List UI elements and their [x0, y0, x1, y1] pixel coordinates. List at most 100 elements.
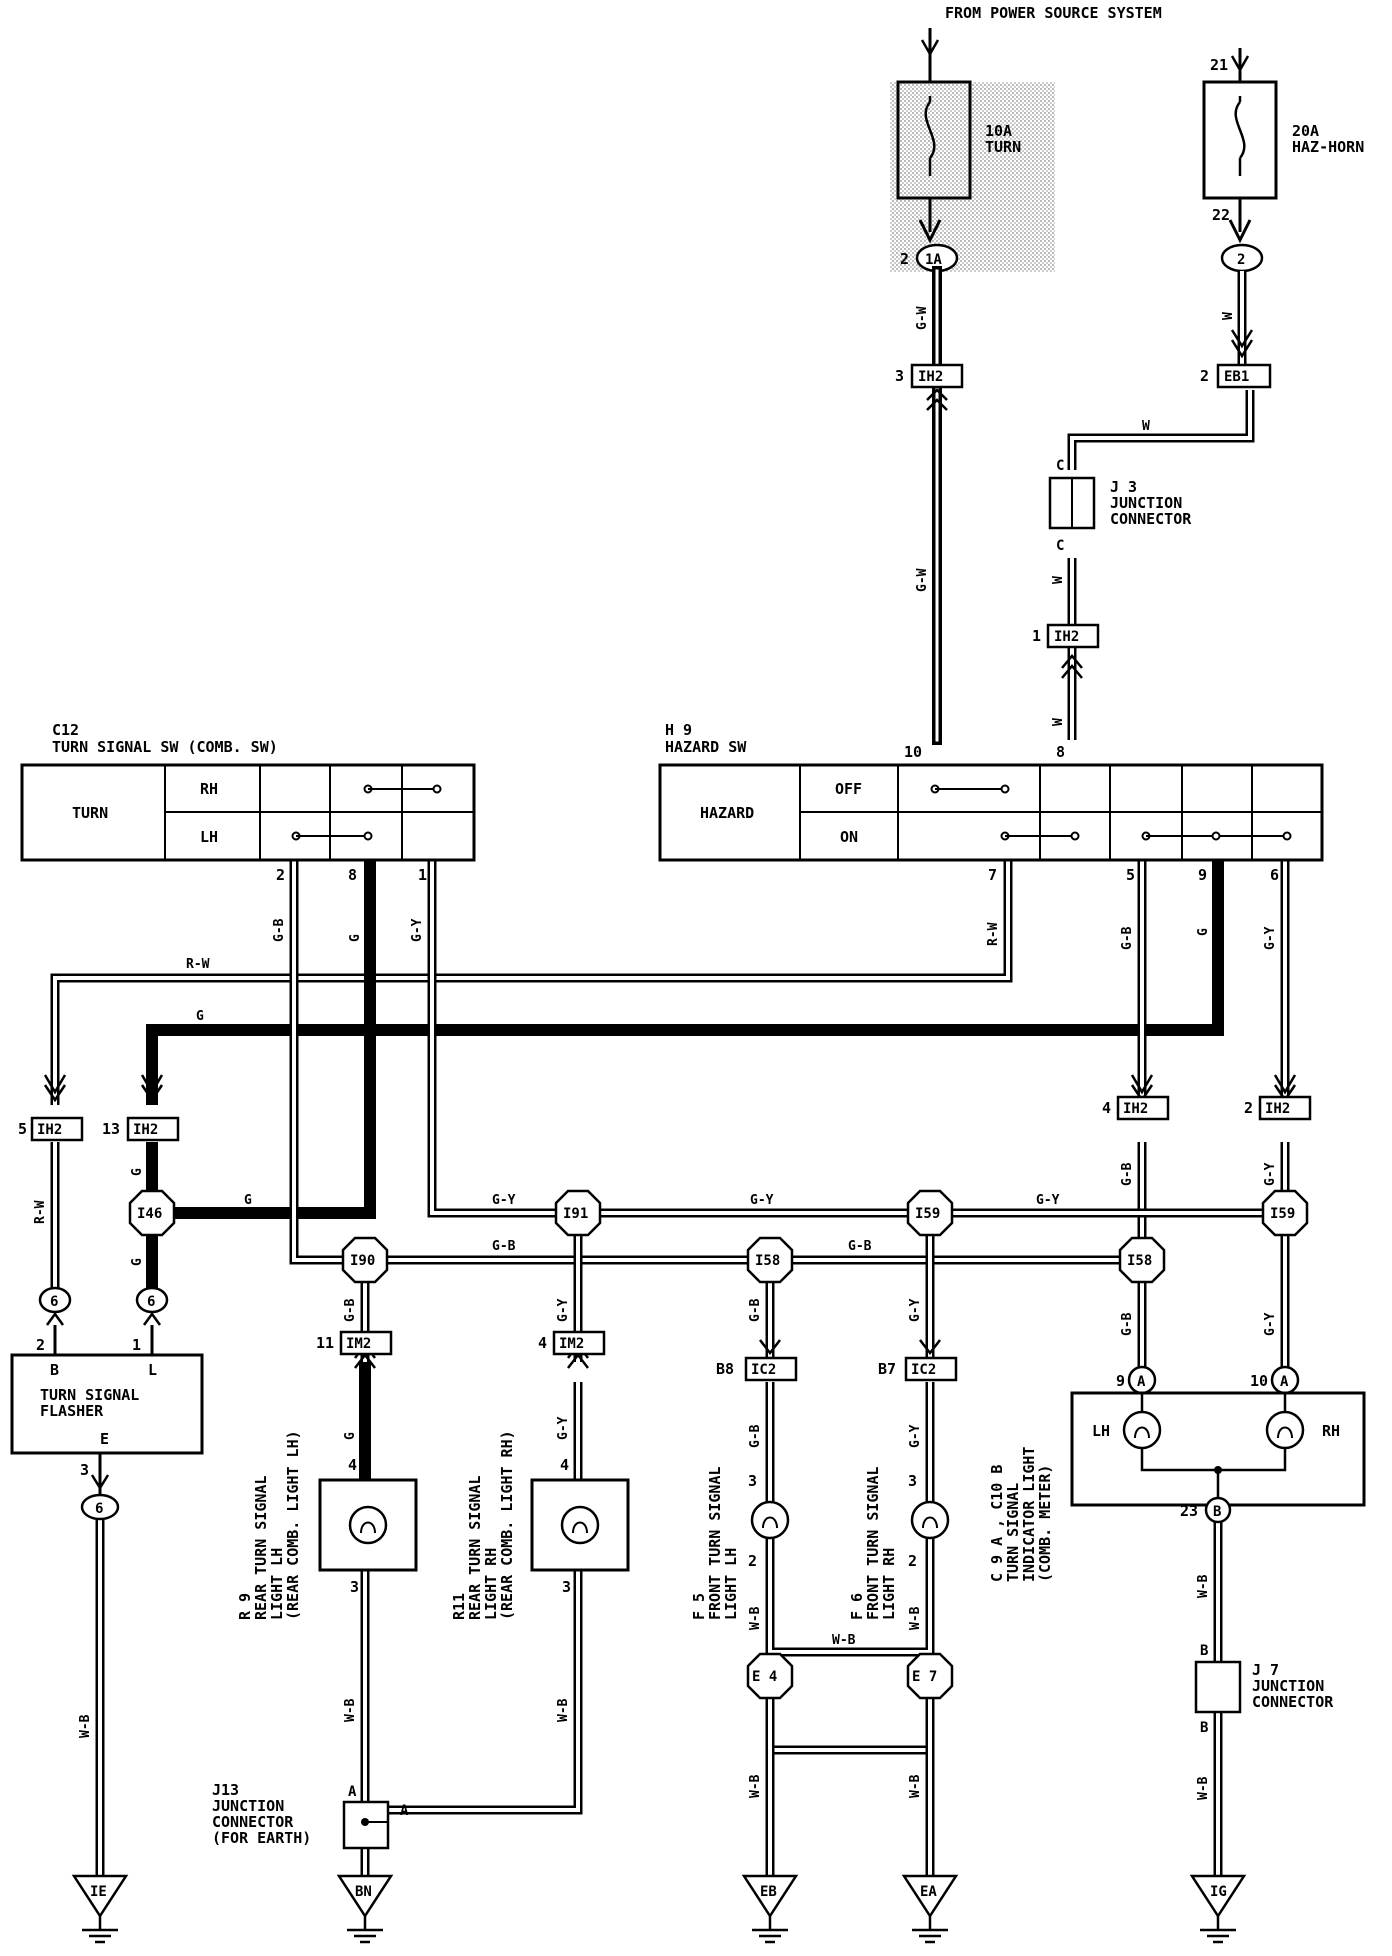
turn-signal-flasher: B L TURN SIGNAL FLASHER E 3 6: [10, 1353, 204, 1521]
wire-labels: G-W G-W W W W W R-W R-W R-W G G G G G G …: [33, 306, 1278, 1800]
connector-6-l: 6 1: [132, 1286, 169, 1354]
svg-text:G-Y: G-Y: [1263, 1312, 1278, 1336]
svg-text:J13: J13: [212, 1781, 239, 1799]
svg-text:R-W: R-W: [33, 1200, 48, 1224]
svg-text:R-W: R-W: [986, 922, 1001, 946]
pin-label: 10: [1250, 1372, 1268, 1390]
svg-text:(REAR COMB. LIGHT RH): (REAR COMB. LIGHT RH): [498, 1430, 516, 1620]
svg-text:LIGHT RH: LIGHT RH: [880, 1548, 898, 1620]
svg-text:G-Y: G-Y: [750, 1193, 774, 1208]
svg-text:TURN SIGNAL: TURN SIGNAL: [40, 1386, 139, 1404]
connector-ih2-left13: IH2 13: [102, 1074, 180, 1142]
fuse-haz-pin-bottom: 22: [1212, 206, 1230, 224]
svg-text:6: 6: [50, 1294, 58, 1310]
svg-text:IC2: IC2: [751, 1362, 776, 1378]
splice-i91: I91: [554, 1189, 602, 1237]
pin-label: 1: [1032, 627, 1041, 645]
svg-text:G: G: [244, 1193, 252, 1208]
splice-i46: I46: [128, 1189, 176, 1237]
connector-ih2-left5: IH2 5: [18, 1074, 84, 1142]
svg-text:G: G: [130, 1258, 145, 1266]
svg-text:L: L: [148, 1361, 157, 1379]
svg-text:OFF: OFF: [835, 780, 862, 798]
svg-text:I59: I59: [1270, 1206, 1295, 1222]
pin-label: 8: [348, 866, 357, 884]
svg-text:G-B: G-B: [748, 1424, 763, 1448]
fuse-haz-pin-top: 21: [1210, 56, 1228, 74]
svg-text:HAZARD: HAZARD: [700, 804, 754, 822]
svg-text:IH2: IH2: [918, 369, 943, 385]
pin-label: 4: [1102, 1099, 1111, 1117]
svg-text:IH2: IH2: [37, 1122, 62, 1138]
svg-text:LIGHT LH: LIGHT LH: [268, 1548, 286, 1620]
svg-text:A: A: [400, 1803, 409, 1819]
svg-text:FRONT TURN SIGNAL: FRONT TURN SIGNAL: [706, 1466, 724, 1620]
svg-text:LIGHT LH: LIGHT LH: [722, 1548, 740, 1620]
pin-label: 23: [1180, 1502, 1198, 1520]
wire-lamp-feeds: [573, 1382, 935, 1480]
ground-ea: EA: [902, 1874, 958, 1944]
ground-ie: IE: [72, 1874, 128, 1944]
splice-i58b: I58: [1118, 1236, 1166, 1284]
svg-text:I46: I46: [137, 1206, 162, 1222]
pin-label: 7: [988, 866, 997, 884]
svg-text:G-Y: G-Y: [1036, 1193, 1060, 1208]
svg-text:CONNECTOR: CONNECTOR: [1110, 510, 1192, 528]
svg-text:G-Y: G-Y: [1263, 1162, 1278, 1186]
svg-text:G-Y: G-Y: [1263, 926, 1278, 950]
svg-text:G: G: [130, 1168, 145, 1176]
svg-text:REAR TURN SIGNAL: REAR TURN SIGNAL: [252, 1476, 270, 1621]
pin-label: 3: [895, 367, 904, 385]
pin-label: 4: [560, 1456, 569, 1474]
wire-g: [146, 860, 1224, 1288]
svg-text:IH2: IH2: [133, 1122, 158, 1138]
svg-text:G-W: G-W: [915, 568, 930, 592]
pin-label: 2: [900, 250, 909, 268]
svg-text:CONNECTOR: CONNECTOR: [1252, 1693, 1334, 1711]
svg-text:G-Y: G-Y: [492, 1193, 516, 1208]
svg-text:C12: C12: [52, 721, 79, 739]
svg-text:B: B: [1213, 1504, 1221, 1520]
svg-text:W-B: W-B: [556, 1698, 571, 1722]
wire-w-b: [95, 1507, 1223, 1876]
label-rear-lamp-lh: R 9 REAR TURN SIGNAL LIGHT LH (REAR COMB…: [236, 1430, 302, 1620]
svg-text:W-B: W-B: [908, 1774, 923, 1798]
svg-text:C 9 A , C10 B: C 9 A , C10 B: [988, 1465, 1006, 1582]
svg-text:I90: I90: [350, 1253, 375, 1269]
svg-text:G: G: [343, 1432, 358, 1440]
pin-label: B7: [878, 1360, 896, 1378]
svg-text:E 7: E 7: [912, 1669, 937, 1685]
wire-g-y: [427, 860, 1290, 1750]
svg-text:W: W: [1142, 419, 1150, 434]
pin-label: 2: [36, 1336, 45, 1354]
svg-text:G: G: [1196, 928, 1211, 936]
pin-label: 2: [1200, 367, 1209, 385]
svg-text:A: A: [1280, 1374, 1289, 1390]
svg-text:IM2: IM2: [346, 1336, 371, 1352]
fuse-haz-rating: 20A: [1292, 122, 1319, 140]
svg-text:G-Y: G-Y: [556, 1298, 571, 1322]
ground-bn: BN: [337, 1874, 393, 1944]
svg-text:JUNCTION: JUNCTION: [212, 1797, 284, 1815]
svg-text:G-B: G-B: [1120, 1312, 1135, 1336]
svg-text:I91: I91: [563, 1206, 588, 1222]
svg-text:R 9: R 9: [236, 1593, 254, 1620]
svg-text:B: B: [1200, 1720, 1208, 1736]
rear-turn-lamp-lh: 4 3: [318, 1456, 418, 1596]
front-turn-lamp-lh: 3 2: [748, 1472, 790, 1570]
svg-text:INDICATOR LIGHT: INDICATOR LIGHT: [1020, 1447, 1038, 1582]
svg-text:IH2: IH2: [1054, 629, 1079, 645]
svg-text:W-B: W-B: [78, 1714, 93, 1738]
svg-text:G: G: [348, 934, 363, 942]
combination-meter: A 9 A 10 LH RH B 23: [1070, 1365, 1366, 1524]
svg-text:IM2: IM2: [559, 1336, 584, 1352]
svg-text:W-B: W-B: [748, 1774, 763, 1798]
splice-e7: E 7: [906, 1652, 954, 1700]
svg-text:R-W: R-W: [186, 957, 210, 972]
splice-i59b: I59: [1261, 1189, 1309, 1237]
svg-text:F 5: F 5: [690, 1593, 708, 1620]
svg-text:G-B: G-B: [492, 1239, 516, 1254]
svg-text:G-B: G-B: [272, 918, 287, 942]
hazard-switch: H 9 HAZARD SW HAZARD OFF ON 10 8 7 5 9 6: [658, 721, 1324, 884]
